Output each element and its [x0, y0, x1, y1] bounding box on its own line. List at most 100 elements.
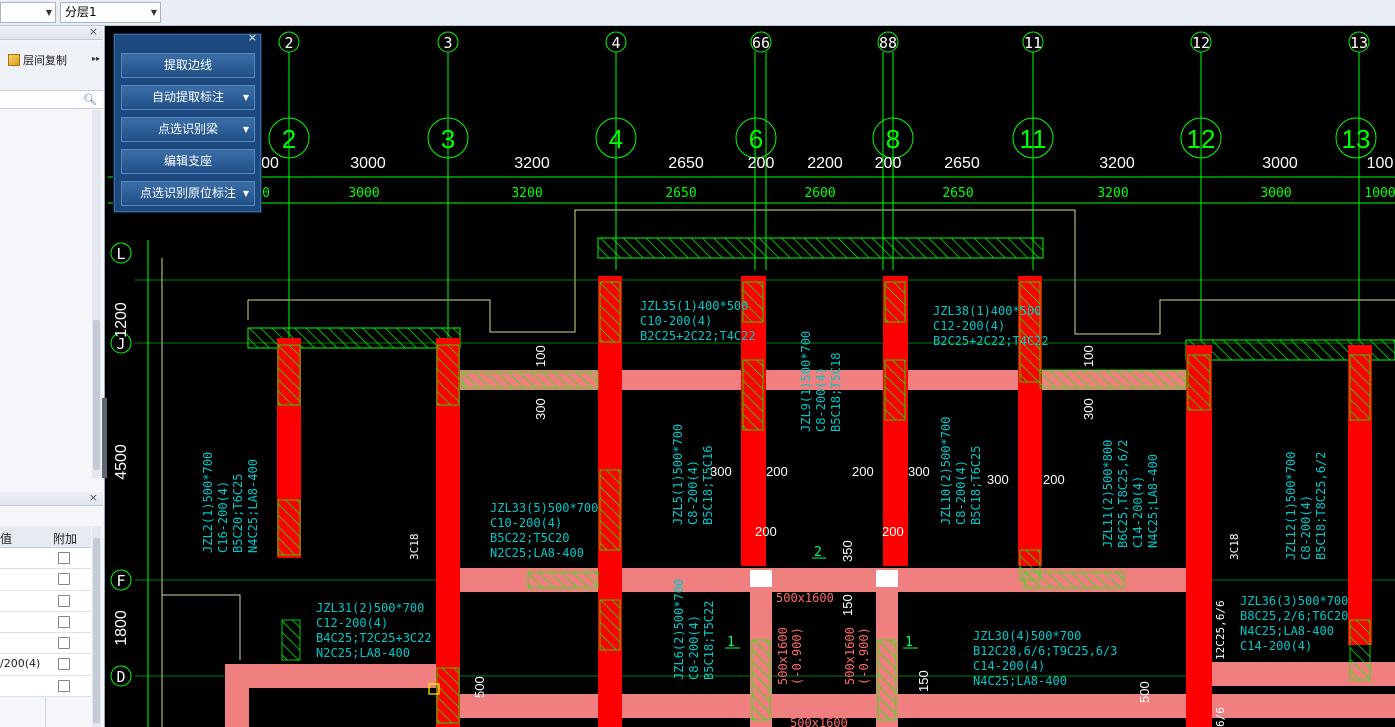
checkbox[interactable]: [58, 552, 70, 564]
svg-text:JZL31(2)500*700: JZL31(2)500*700: [316, 601, 424, 615]
hatched-walls: [247, 237, 1395, 361]
svg-text:B6C25,T8C25,6/2: B6C25,T8C25,6/2: [1116, 440, 1130, 548]
checkbox[interactable]: [58, 637, 70, 650]
svg-text:D: D: [116, 668, 125, 686]
checkbox[interactable]: [58, 594, 70, 607]
svg-text:JZL12(1)500*700: JZL12(1)500*700: [1284, 452, 1298, 560]
svg-text:300: 300: [533, 398, 548, 420]
checkbox[interactable]: [58, 679, 70, 692]
pick-identify-inplace-annotation-button[interactable]: 点选识别原位标注 ▼: [121, 181, 255, 206]
svg-text:(-0.900): (-0.900): [790, 627, 804, 685]
dim-text: 3000: [350, 155, 386, 172]
axis-label: 3: [443, 34, 452, 52]
floor-combo[interactable]: ▼: [0, 2, 56, 23]
svg-text:300: 300: [710, 464, 732, 479]
svg-text:B8C25,2/6;T6C20: B8C25,2/6;T6C20: [1240, 609, 1348, 623]
auto-extract-annotation-button[interactable]: 自动提取标注 ▼: [121, 85, 255, 110]
close-icon[interactable]: ×: [247, 31, 257, 44]
svg-text:JZL35(1)400*500: JZL35(1)400*500: [640, 299, 748, 313]
section-labels: 500x1600 500x1600 (-0.900) 500x1600 (-0.…: [776, 591, 871, 727]
svg-text:200: 200: [1043, 472, 1065, 487]
svg-text:N2C25;LA8-400: N2C25;LA8-400: [316, 646, 410, 660]
svg-text:150: 150: [840, 594, 855, 616]
svg-text:100: 100: [1081, 345, 1096, 367]
chevron-down-icon[interactable]: ▼: [242, 125, 249, 134]
bubble-label: 3: [441, 124, 455, 154]
svg-text:500: 500: [1137, 681, 1152, 703]
svg-text:4500: 4500: [113, 444, 130, 480]
svg-text:200: 200: [882, 524, 904, 539]
svg-text:500: 500: [472, 676, 487, 698]
svg-text:B2C25+2C22;T4C22: B2C25+2C22;T4C22: [640, 329, 756, 343]
table-row[interactable]: [0, 611, 91, 634]
axis-label: 66: [752, 34, 770, 52]
svg-text:3000: 3000: [348, 186, 379, 201]
axis-bubbles: [110, 31, 1377, 687]
chevron-down-icon[interactable]: ▼: [242, 189, 249, 198]
layer-combo[interactable]: 分层1 ▼: [60, 2, 161, 23]
close-icon[interactable]: ×: [88, 491, 98, 504]
table-row[interactable]: [0, 590, 91, 612]
axis-labels-left: L J F D: [116, 245, 125, 686]
scrollbar-thumb[interactable]: [93, 320, 100, 470]
svg-text:3200: 3200: [1097, 186, 1128, 201]
checkbox[interactable]: [58, 573, 70, 586]
svg-text:300: 300: [987, 472, 1009, 487]
top-toolbar: ▼ 分层1 ▼: [0, 0, 1395, 26]
scrollbar-thumb[interactable]: [93, 538, 100, 723]
svg-text:1800: 1800: [113, 610, 130, 646]
axis-label: 12: [1192, 34, 1210, 52]
svg-text:12C25,6/6: 12C25,6/6: [1214, 600, 1227, 660]
white-plates: [750, 570, 898, 587]
tree-scrollbar[interactable]: [92, 110, 101, 478]
checkbox[interactable]: [58, 658, 70, 671]
floor-copy-button[interactable]: 层间复制: [8, 52, 67, 68]
layer-combo-value: 分层1: [65, 5, 97, 19]
props-scrollbar[interactable]: [92, 526, 101, 727]
drawing-canvas[interactable]: 2 3 4 66 88 11 12 13 2 3 4 6 8 11 12 13 …: [107, 26, 1395, 727]
svg-text:C8-200(4): C8-200(4): [687, 615, 701, 680]
bubble-label: 8: [886, 124, 900, 154]
svg-text:C8-200(4): C8-200(4): [1299, 495, 1313, 560]
checkbox[interactable]: [58, 615, 70, 628]
svg-text:100: 100: [533, 345, 548, 367]
panel-splitter[interactable]: [102, 398, 107, 478]
edit-support-button[interactable]: 编辑支座: [121, 149, 255, 174]
svg-text:B4C25;T2C25+3C22: B4C25;T2C25+3C22: [316, 631, 432, 645]
svg-text:200: 200: [766, 464, 788, 479]
table-row[interactable]: [0, 569, 91, 591]
svg-text:1: 1: [905, 635, 913, 650]
rebar-labels: 3C18 3C18 12C25,6/6 6/6: [408, 534, 1241, 727]
pick-identify-beam-button[interactable]: 点选识别梁 ▼: [121, 117, 255, 142]
svg-text:B5C22;T5C20: B5C22;T5C20: [490, 531, 569, 545]
svg-text:3200: 3200: [511, 186, 542, 201]
more-icon[interactable]: ▸▸: [91, 54, 100, 63]
close-icon[interactable]: ×: [88, 25, 98, 38]
svg-text:6/6: 6/6: [1214, 707, 1227, 727]
svg-text:N2C25;LA8-400: N2C25;LA8-400: [490, 546, 584, 560]
search-input[interactable]: 🔍︎: [0, 90, 103, 109]
table-row[interactable]: [0, 633, 91, 655]
table-row[interactable]: [0, 675, 91, 698]
dim-text: 2200: [807, 155, 843, 172]
panel-header-props: ×: [0, 491, 103, 506]
svg-text:150: 150: [916, 670, 931, 692]
dim-text: 3200: [514, 155, 550, 172]
table-header: 值 附加: [0, 526, 91, 548]
svg-text:N4C25;LA8-400: N4C25;LA8-400: [1146, 454, 1160, 548]
chevron-down-icon: ▼: [45, 8, 52, 17]
svg-text:F: F: [116, 572, 125, 590]
axis-label: 4: [611, 34, 620, 52]
svg-text:500x1600: 500x1600: [776, 627, 790, 685]
dim-text: 3200: [1099, 155, 1135, 172]
chevron-down-icon[interactable]: ▼: [242, 93, 249, 102]
svg-text:B12C28,6/6;T9C25,6/3: B12C28,6/6;T9C25,6/3: [973, 644, 1118, 658]
axis-labels-top: 2 3 4 66 88 11 12 13: [284, 34, 1368, 52]
svg-text:1000: 1000: [1364, 186, 1395, 201]
table-row[interactable]: /200(4): [0, 654, 91, 676]
dim-text: 100: [1367, 155, 1394, 172]
column-header-value: 值: [0, 532, 13, 546]
table-row[interactable]: [0, 548, 91, 570]
extract-edge-button[interactable]: 提取边线: [121, 53, 255, 78]
search-icon[interactable]: 🔍︎: [83, 93, 97, 106]
